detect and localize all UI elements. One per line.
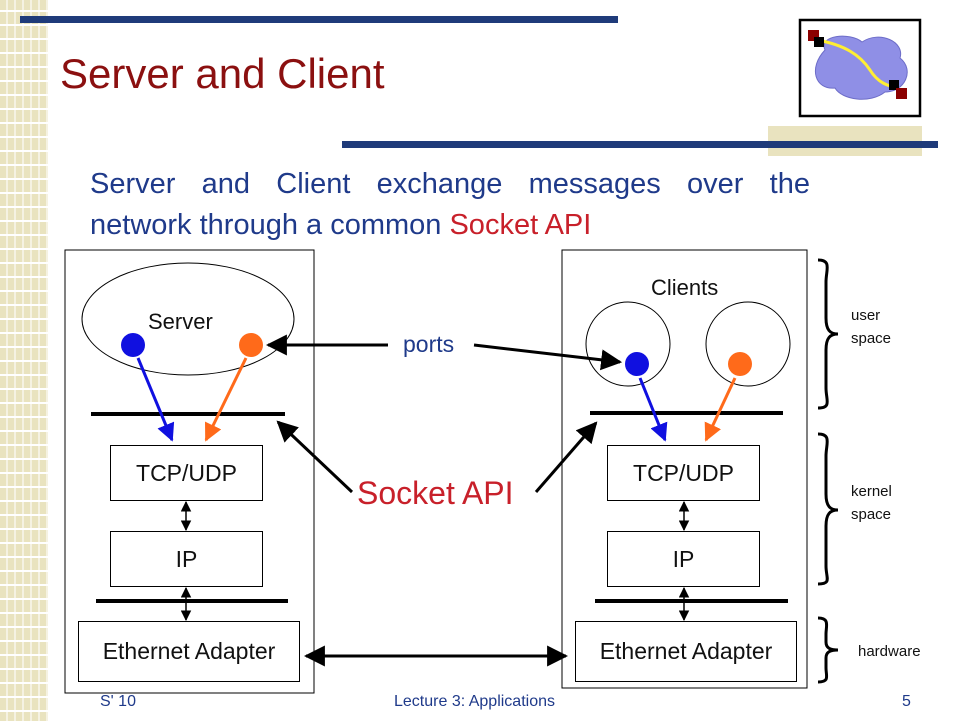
ports-label: ports [403,331,455,357]
client-blue-arrow [638,377,668,442]
ports-arrow-to-client [473,343,623,371]
footer-lecture: Lecture 3: Applications [394,693,555,710]
socket-api-label: Socket API [357,475,514,511]
client-process-circle-1 [585,301,671,387]
footer-course: S' 10 [100,693,136,710]
user-space-label: user space [851,307,892,347]
decorative-side-pattern [0,0,48,721]
client-port-blue [625,352,649,376]
server-port-orange [239,333,263,357]
user-space-brace [817,258,839,410]
client-ethernet-box: Ethernet Adapter [575,621,797,682]
client-host-box [561,249,808,689]
server-process-ellipse [81,262,295,376]
hardware-brace [817,616,839,684]
client-ip-box: IP [607,531,760,587]
server-ethernet-box: Ethernet Adapter [78,621,300,682]
subtitle-text: Server and Client exchange messages over… [90,168,810,241]
client-process-circle-2 [705,301,791,387]
server-ip-box: IP [110,531,263,587]
hardware-label: hardware [858,643,921,660]
server-port-blue [121,333,145,357]
header-underline-bar [342,141,938,148]
client-port-orange [728,352,752,376]
subtitle-accent: Socket API [449,209,592,241]
page-number: 5 [902,693,911,710]
kernel-space-label: kernel space [851,483,892,523]
client-orange-arrow [704,377,737,442]
kernel-space-brace [817,432,839,586]
network-cloud-logo [798,18,922,118]
server-orange-arrow [204,357,248,442]
client-tcp-udp-box: TCP/UDP [607,445,760,501]
socket-api-arrow-to-client [534,421,598,493]
top-accent-bar [20,16,618,23]
server-host-box [64,249,315,694]
server-tcp-udp-box: TCP/UDP [110,445,263,501]
socket-api-arrow-to-server [276,420,354,494]
slide-title: Server and Client [60,50,385,97]
server-process-label: Server [148,309,213,334]
server-blue-arrow [136,357,175,442]
clients-process-label: Clients [651,275,719,300]
slide-subtitle: Server and Client exchange messages over… [90,164,810,246]
